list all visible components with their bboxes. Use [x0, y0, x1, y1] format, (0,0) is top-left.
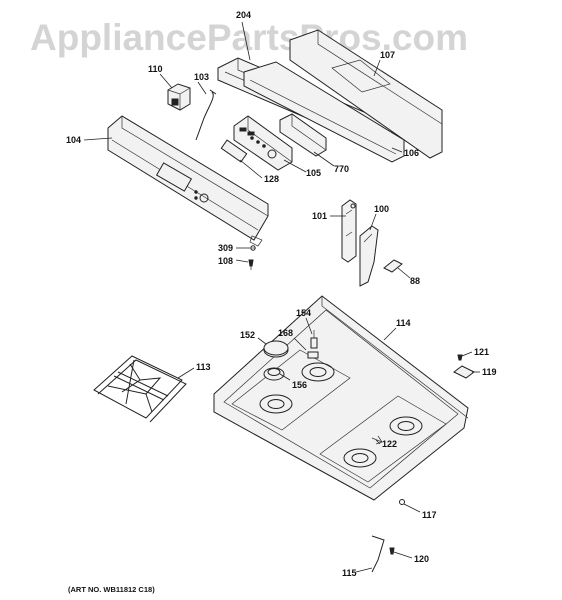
- callout-101: 101: [312, 211, 327, 221]
- part-117-screw: [399, 499, 405, 505]
- callout-103: 103: [194, 72, 209, 82]
- callout-115: 115: [342, 568, 357, 578]
- part-103-rod: [195, 89, 217, 141]
- part-100-side-trim: [359, 225, 379, 287]
- callout-108: 108: [218, 256, 233, 266]
- part-115-tube: [371, 535, 385, 573]
- callout-309: 309: [218, 243, 233, 253]
- part-168-orifice: [307, 351, 319, 359]
- callout-154: 154: [296, 308, 311, 318]
- watermark-text: AppliancePartsPros.com: [30, 17, 468, 58]
- callout-104: 104: [66, 135, 81, 145]
- callout-119: 119: [482, 367, 497, 377]
- callout-122: 122: [382, 439, 397, 449]
- callout-labels: 204 107 110 103 104 106 770 128 105 101 …: [66, 10, 497, 578]
- callout-107: 107: [380, 50, 395, 60]
- callout-120: 120: [414, 554, 429, 564]
- part-105-control-board: [220, 115, 293, 171]
- part-108-screw: [248, 259, 254, 270]
- callout-106: 106: [404, 148, 419, 158]
- art-number: (ART NO. WB11812 C18): [68, 585, 155, 594]
- callout-152: 152: [240, 330, 255, 340]
- part-154-igniter: [310, 330, 318, 349]
- callout-168: 168: [278, 328, 293, 338]
- part-106-rear-panel: [243, 61, 405, 163]
- part-120-screw: [389, 547, 395, 555]
- callout-114: 114: [396, 318, 411, 328]
- callout-121: 121: [474, 347, 489, 357]
- callout-113: 113: [196, 362, 211, 372]
- part-121-screw: [457, 354, 463, 361]
- part-309-screw: [250, 245, 256, 251]
- part-110-switch: [167, 83, 191, 111]
- callout-117: 117: [422, 510, 437, 520]
- part-101-side-bracket: [341, 199, 357, 263]
- callout-88: 88: [410, 276, 420, 286]
- part-114-cooktop: [213, 295, 469, 501]
- part-156-burner-head: [263, 367, 285, 381]
- part-113-grate: [93, 355, 187, 423]
- callout-105: 105: [306, 168, 321, 178]
- part-107-top-trim: [289, 29, 443, 159]
- part-104-control-panel: [107, 115, 269, 247]
- leader-lines: [83, 21, 480, 573]
- part-88-clip: [383, 259, 403, 273]
- callout-204: 204: [236, 10, 251, 20]
- callout-156: 156: [292, 380, 307, 390]
- callout-128: 128: [264, 174, 279, 184]
- part-152-burner-cap: [263, 340, 289, 358]
- callout-100: 100: [374, 204, 389, 214]
- part-119-hinge: [453, 365, 475, 379]
- callout-770: 770: [334, 164, 349, 174]
- part-770-bracket: [279, 113, 327, 157]
- callout-110: 110: [148, 64, 163, 74]
